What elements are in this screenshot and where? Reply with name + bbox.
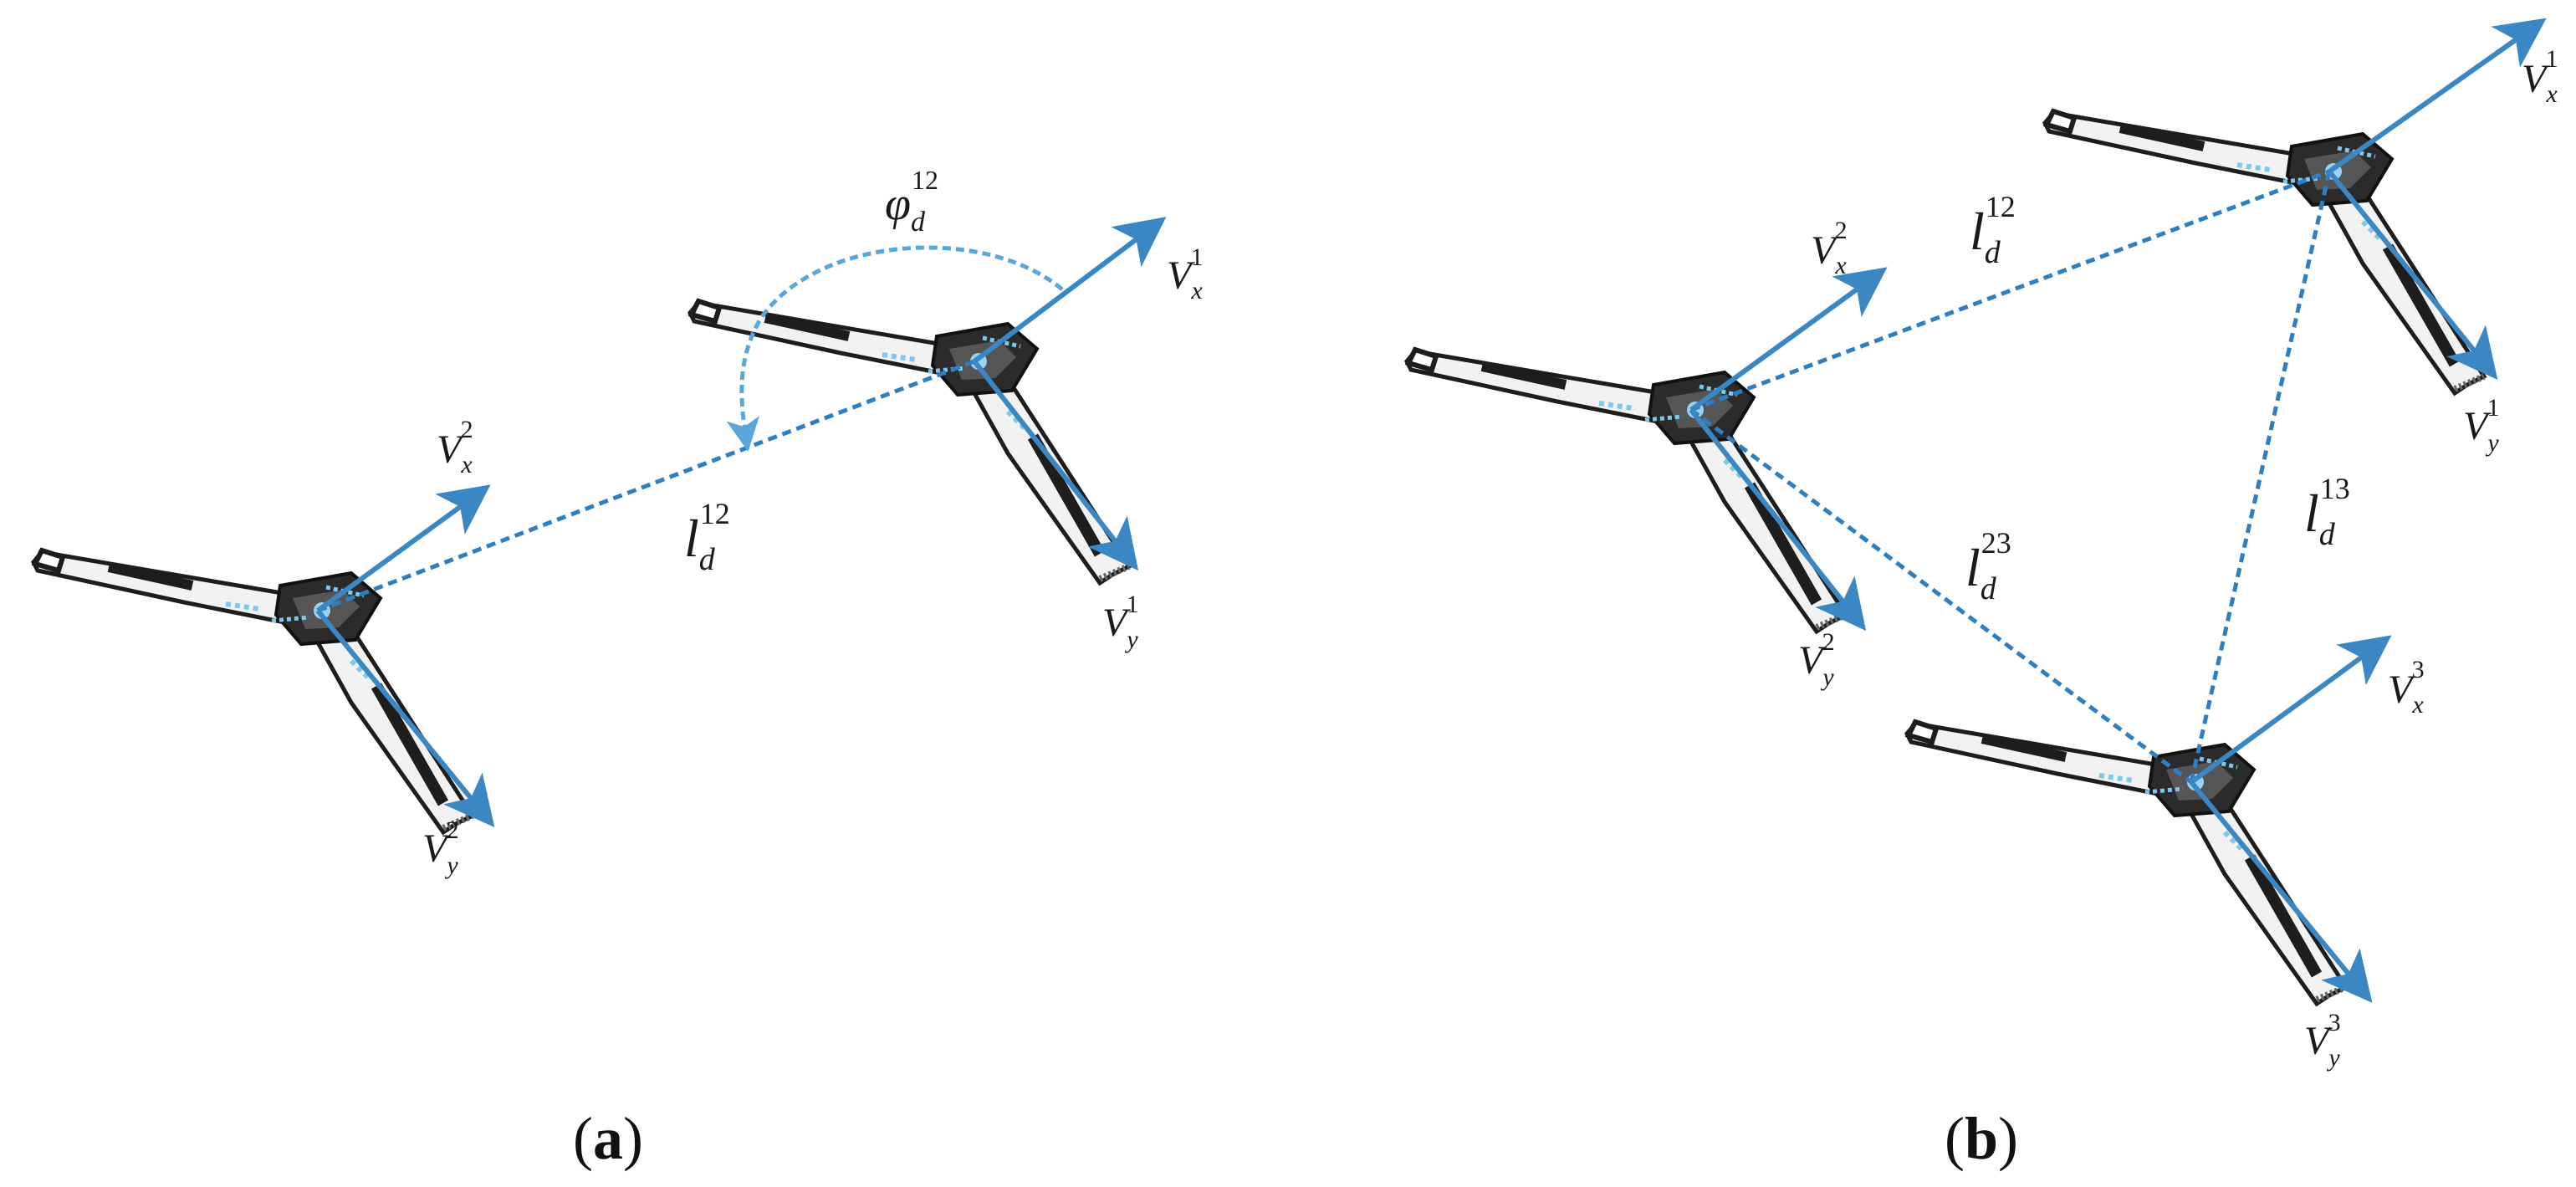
drone-1-icon [690, 301, 1129, 583]
panel-a: Vx1 Vy1 Vx2 Vy2 ld12 φd12 (a) [33, 165, 1204, 1172]
label-vx2: Vx2 [1811, 217, 1848, 279]
label-phi12: φd12 [885, 165, 938, 238]
label-vy1: Vy1 [1102, 591, 1139, 653]
vy3-arrow [2189, 780, 2373, 1003]
distance-line-l23 [1689, 407, 2193, 785]
label-vy2: Vy2 [422, 816, 459, 879]
label-vx1: Vx1 [1167, 243, 1204, 304]
label-vx2: Vx2 [437, 416, 473, 478]
label-l12: ld12 [1970, 190, 2016, 270]
vx2-arrow [1689, 267, 1888, 412]
label-vy1: Vy1 [2463, 394, 2500, 457]
label-vx1: Vx1 [2522, 45, 2558, 108]
label-l13: ld13 [2304, 472, 2350, 552]
drone-1-icon [2045, 111, 2484, 393]
vx3-arrow [2190, 635, 2392, 785]
vy2-arrow [315, 609, 495, 827]
distance-line-l13 [2189, 171, 2332, 783]
vy2-arrow [1689, 408, 1867, 632]
angle-arc-phi12 [726, 245, 1064, 452]
distance-line-l12 [317, 359, 975, 613]
panel-label-b: (b) [1945, 1105, 2018, 1172]
panel-label-a: (a) [573, 1105, 643, 1172]
drone-3-icon [1907, 722, 2346, 1004]
distance-line-l12 [1690, 169, 2330, 412]
label-vy3: Vy3 [2304, 1009, 2341, 1072]
drone-2-icon [1407, 350, 1846, 632]
vy1-arrow [972, 360, 1139, 571]
vx1-arrow [973, 217, 1167, 364]
label-vx3: Vx3 [2388, 656, 2425, 719]
vy1-arrow [2327, 170, 2498, 380]
panel-b: Vx1 Vy1 Vx2 Vy2 Vx3 Vy3 ld12 ld13 ld23 (… [1407, 18, 2558, 1172]
label-vy2: Vy2 [1798, 628, 1835, 691]
label-l23: ld23 [1965, 526, 2011, 606]
vx2-arrow [316, 484, 491, 613]
drone-2-icon [33, 550, 473, 832]
vx1-arrow [2328, 18, 2547, 174]
label-l12: ld12 [684, 497, 730, 577]
